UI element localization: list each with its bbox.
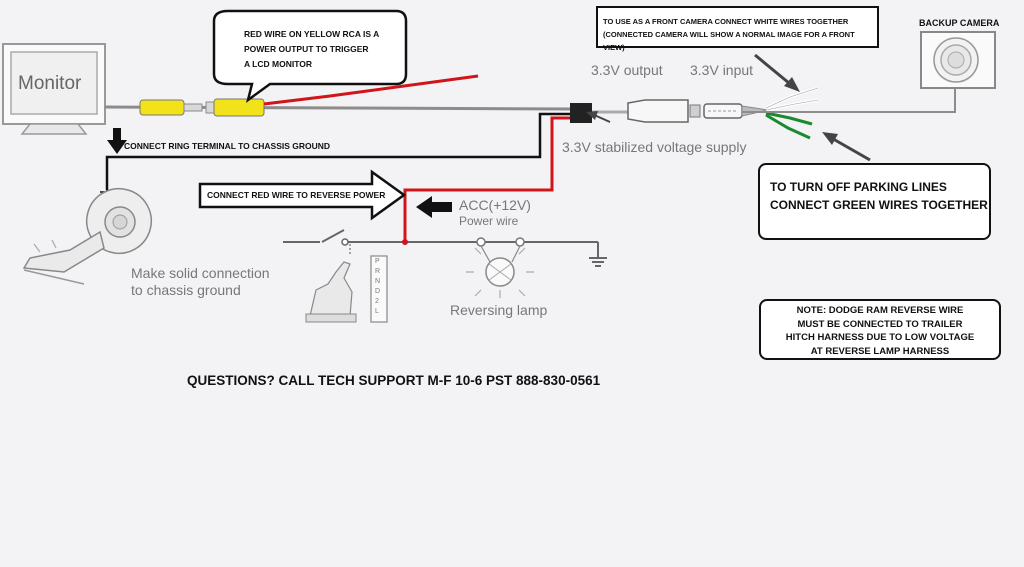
reverse-power-arrow-shape xyxy=(198,169,407,221)
gear-position-2: 2 xyxy=(375,298,379,305)
gear-position-l: L xyxy=(375,308,379,315)
backup-camera-label: BACKUP CAMERA xyxy=(919,18,1000,28)
reverse-switch-icon xyxy=(320,229,351,254)
gear-position-d: D xyxy=(375,288,381,295)
gear-position-n: N xyxy=(375,278,381,285)
white-wires xyxy=(765,86,819,112)
front-camera-callout: TO USE AS A FRONT CAMERA CONNECT WHITE W… xyxy=(596,6,879,52)
tech-support-text: QUESTIONS? CALL TECH SUPPORT M-F 10-6 PS… xyxy=(187,373,601,388)
red-trigger-wire xyxy=(263,74,479,106)
acc-label: ACC(+12V) xyxy=(459,197,531,213)
camera-cable xyxy=(742,88,956,113)
dodge-note-callout: NOTE: DODGE RAM REVERSE WIRE MUST BE CON… xyxy=(759,299,1001,360)
reversing-lamp-label: Reversing lamp xyxy=(450,302,548,318)
output-label: 3.3V output xyxy=(591,62,663,78)
black-ground-wire xyxy=(105,112,575,190)
parking-lines-callout: TO TURN OFF PARKING LINES CONNECT GREEN … xyxy=(758,163,991,240)
chassis-ground-label-2: to chassis ground xyxy=(131,282,241,298)
reverse-power-label: CONNECT RED WIRE TO REVERSE POWER xyxy=(207,190,386,200)
reversing-lamp-icon xyxy=(466,237,534,298)
down-arrow-icon xyxy=(107,128,127,154)
output-plug xyxy=(627,99,701,123)
red-rca-callout-text: RED WIRE ON YELLOW RCA IS A POWER OUTPUT… xyxy=(244,29,380,69)
pointer-arrows xyxy=(586,53,871,162)
monitor-label: Monitor xyxy=(18,73,82,94)
gear-position-p: P xyxy=(375,258,380,265)
backup-camera-icon xyxy=(920,31,996,89)
red-rca-bubble-shape xyxy=(212,9,408,104)
power-wire-label: Power wire xyxy=(459,214,519,228)
ring-terminal-label: CONNECT RING TERMINAL TO CHASSIS GROUND xyxy=(124,141,331,151)
yellow-rca-plugs xyxy=(139,98,265,117)
ground-symbol-icon xyxy=(589,257,607,267)
red-reverse-wire xyxy=(403,116,575,242)
gear-position-r: R xyxy=(375,268,381,275)
chassis-wrench-icon xyxy=(22,187,153,285)
monitor-icon xyxy=(2,43,106,135)
acc-arrow-icon xyxy=(416,196,452,218)
power-connector xyxy=(570,103,592,123)
chassis-ground-label-1: Make solid connection xyxy=(131,265,270,281)
stabilized-supply-label: 3.3V stabilized voltage supply xyxy=(562,139,747,155)
gear-shifter-icon xyxy=(305,255,388,323)
input-label: 3.3V input xyxy=(690,62,754,78)
green-wires xyxy=(765,111,813,140)
